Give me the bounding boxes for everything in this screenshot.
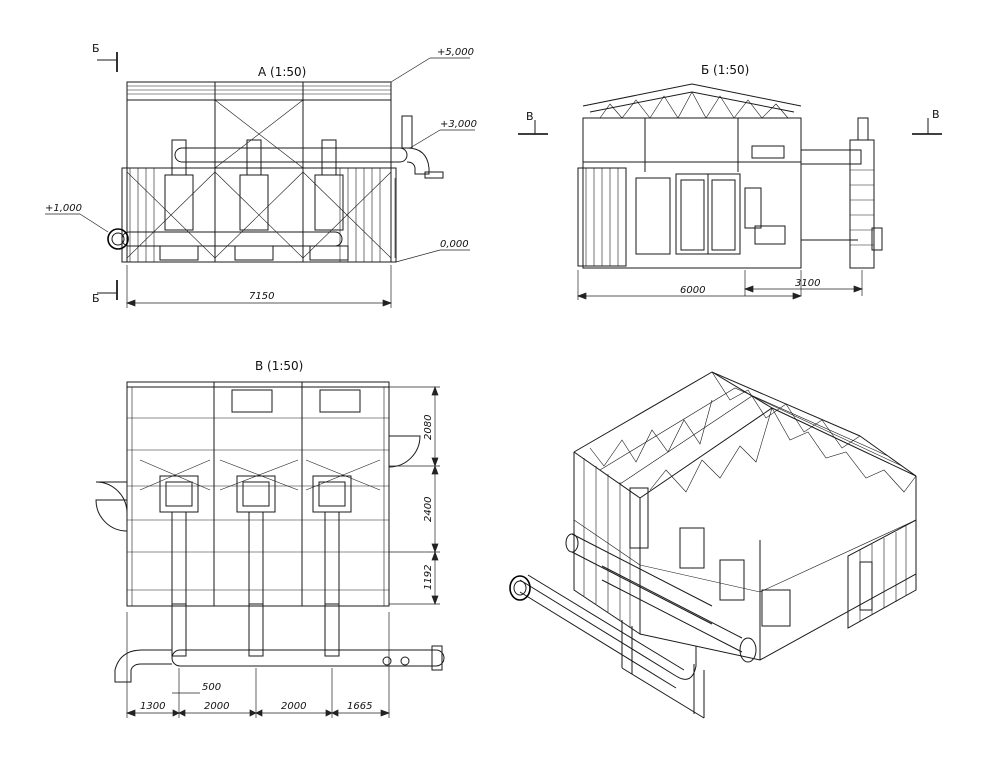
view-v-dim-2080: 2080	[423, 415, 434, 440]
view-b-title: Б (1:50)	[701, 63, 749, 77]
view-b-dim-3100: 3100	[795, 278, 820, 289]
view-v: В (1:50)	[95, 359, 445, 718]
view-v-dim-2400: 2400	[423, 497, 434, 522]
section-mark-left: В	[518, 110, 548, 135]
view-v-title: В (1:50)	[255, 359, 303, 373]
elev-3000: +3,000	[440, 119, 477, 130]
view-v-dim-500: 500	[202, 682, 221, 693]
view-v-dim-2000a: 2000	[204, 701, 229, 712]
section-mark-right-label: В	[932, 108, 940, 121]
view-a-title: А (1:50)	[258, 65, 306, 79]
view-b-dim-6000: 6000	[680, 285, 705, 296]
view-b: Б (1:50) В В	[518, 63, 942, 300]
section-mark-bottom: Б	[92, 280, 118, 305]
section-mark-right: В	[912, 108, 942, 135]
view-a-width-dim: 7150	[249, 291, 274, 302]
section-mark-left-label: В	[526, 110, 534, 123]
elev-1000: +1,000	[45, 203, 82, 214]
elev-0000: 0,000	[440, 239, 469, 250]
section-mark-top-label: Б	[92, 42, 100, 55]
view-v-dim-1192: 1192	[423, 565, 434, 590]
section-mark-top: Б	[92, 42, 118, 72]
view-v-dim-1665: 1665	[347, 701, 372, 712]
view-v-dim-2000b: 2000	[281, 701, 306, 712]
view-iso	[509, 371, 917, 719]
view-v-dim-1300: 1300	[140, 701, 165, 712]
elev-5000: +5,000	[437, 47, 474, 58]
section-mark-bottom-label: Б	[92, 292, 100, 305]
view-a: А (1:50) Б Б	[45, 42, 477, 308]
